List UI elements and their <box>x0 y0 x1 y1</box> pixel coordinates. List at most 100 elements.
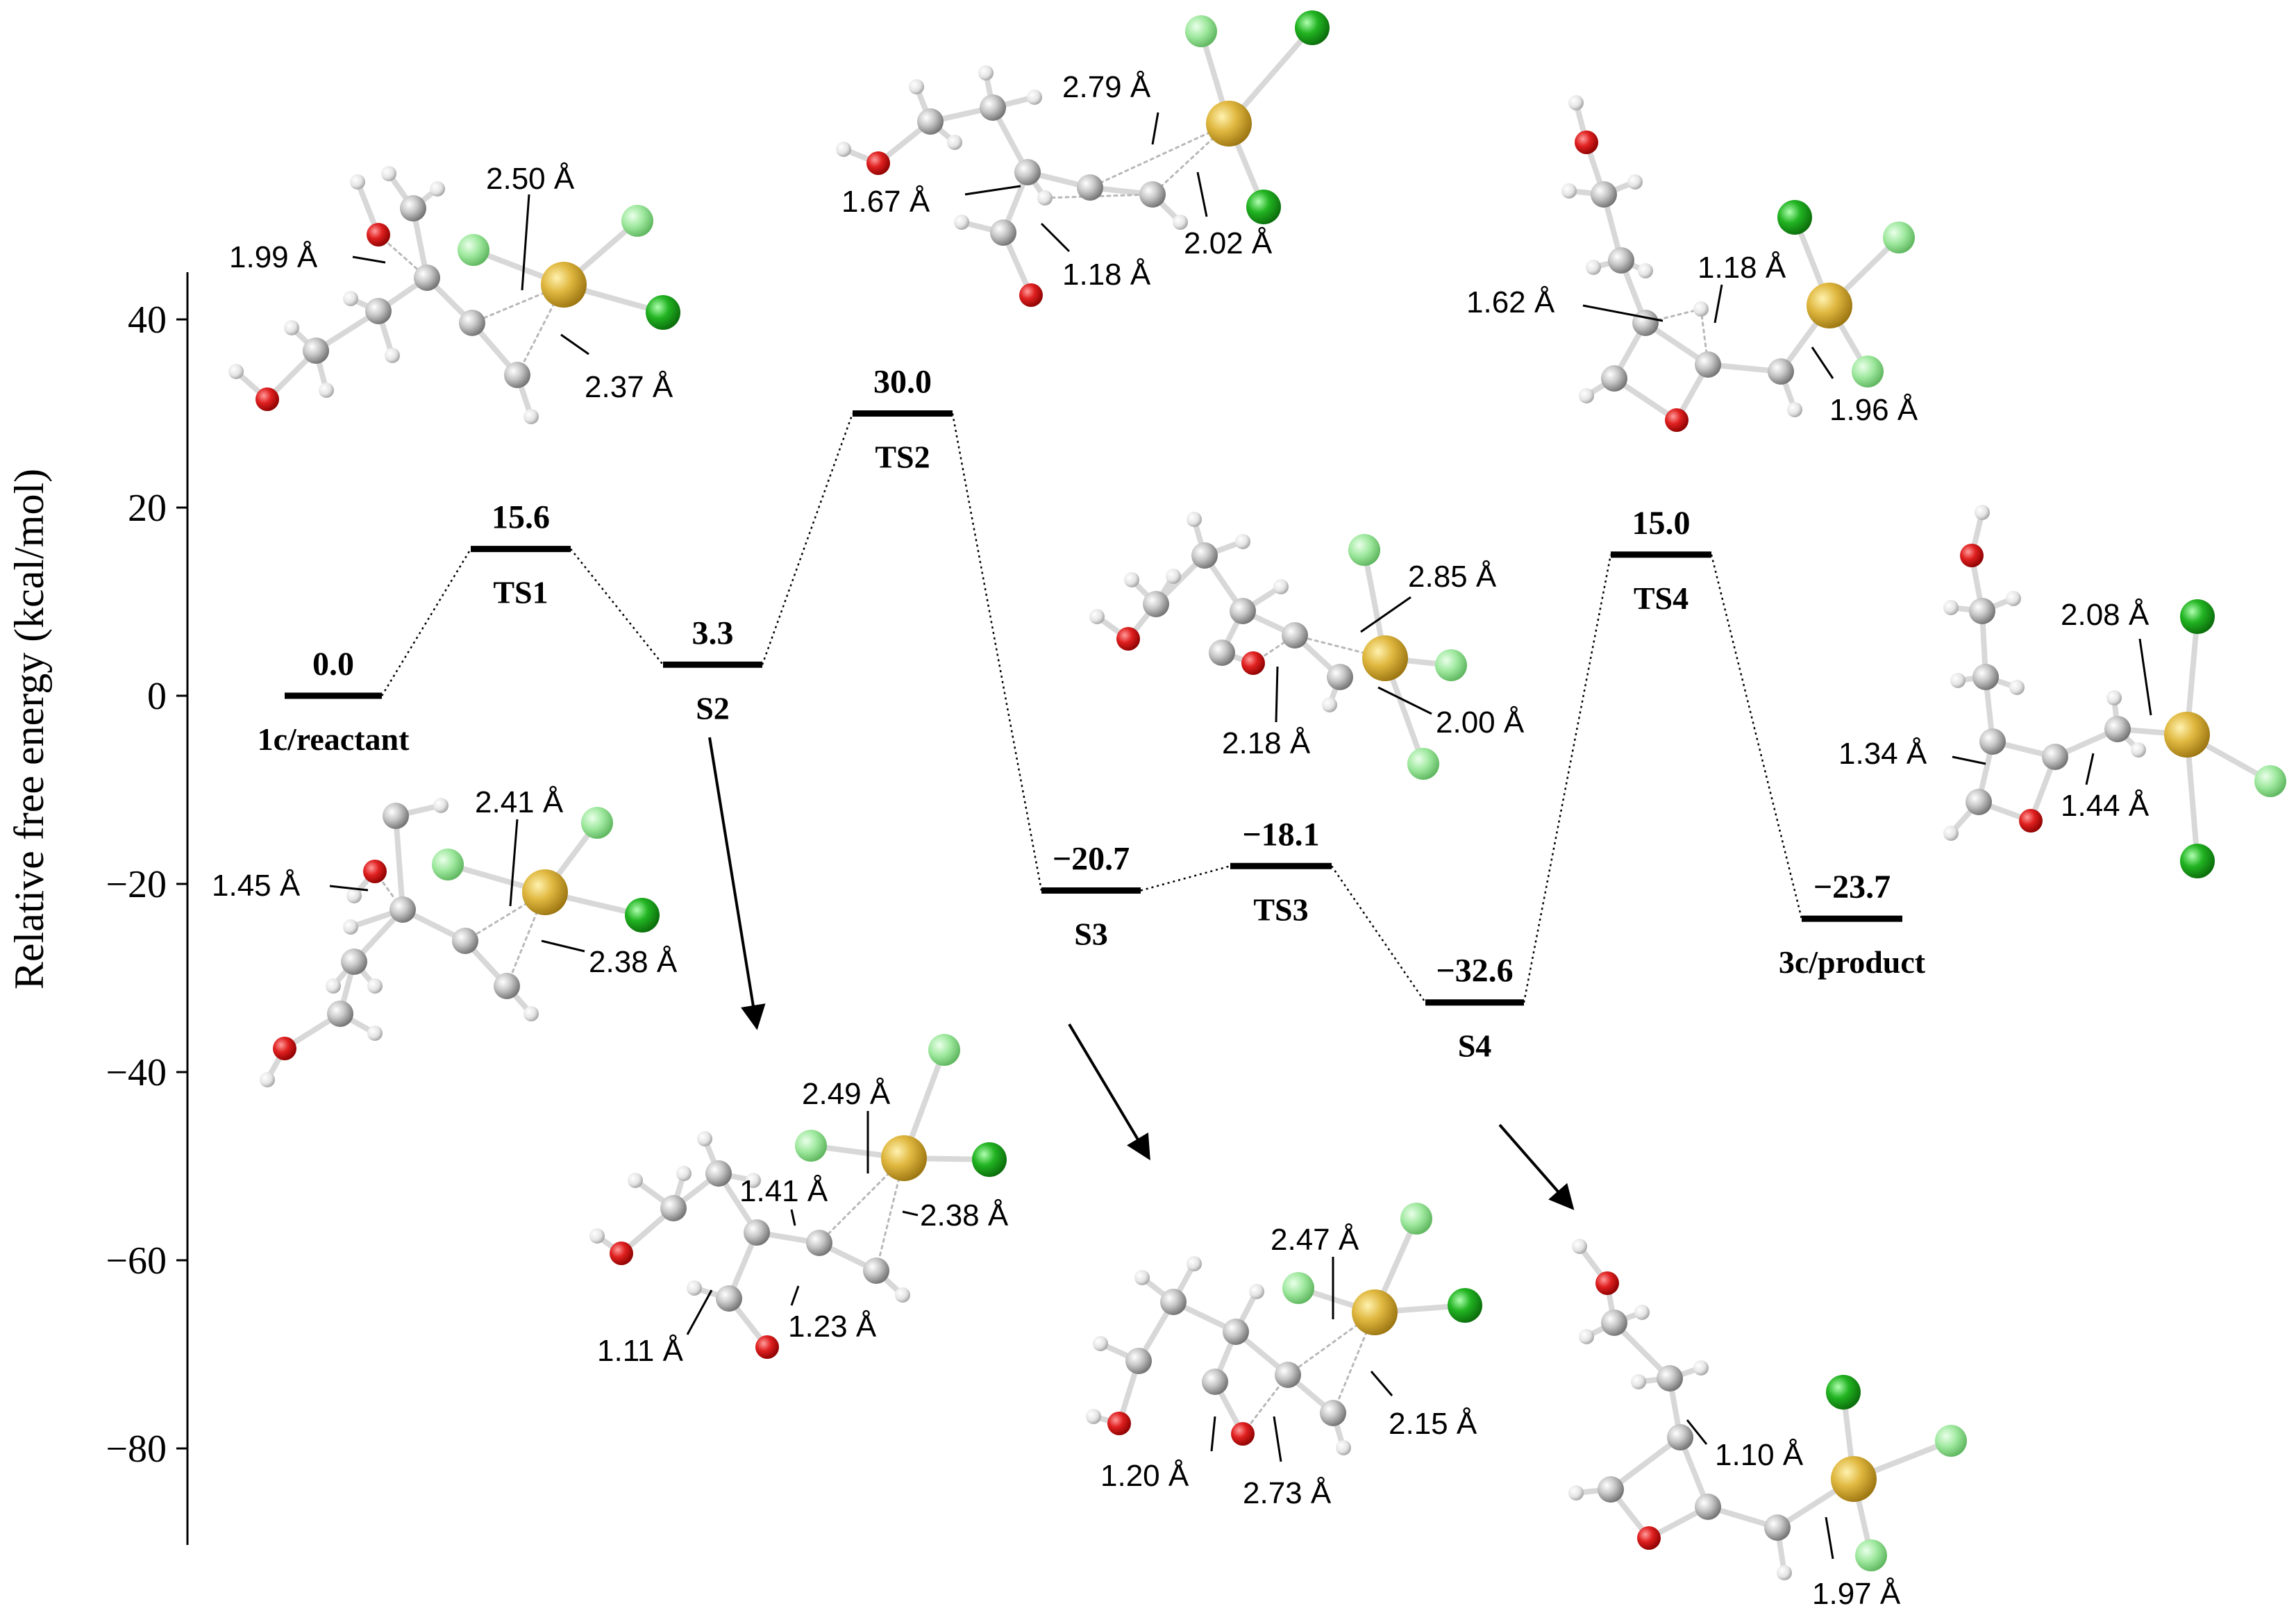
carbon-atom <box>1223 1319 1249 1345</box>
leader-line <box>902 1210 919 1217</box>
carbon-atom <box>1601 1310 1627 1336</box>
hydrogen-atom <box>1572 1239 1587 1254</box>
hydrogen-atom <box>1322 697 1337 712</box>
state-name-label: TS2 <box>875 440 930 475</box>
carbon-atom <box>2042 744 2068 770</box>
hydrogen-atom <box>1634 1305 1650 1320</box>
y-tick-label: 20 <box>128 487 167 530</box>
hydrogen-atom <box>1631 1374 1646 1389</box>
hydrogen-atom <box>687 1280 702 1296</box>
hydrogen-atom <box>2106 690 2122 705</box>
leader-line <box>964 185 1021 196</box>
distance-label: 2.73 Å <box>1243 1476 1332 1510</box>
state-name-label: S2 <box>696 690 730 726</box>
molecule-ts1 <box>228 166 680 424</box>
hydrogen-atom <box>1943 600 1959 615</box>
hydrogen-atom <box>350 174 365 190</box>
leader-line <box>1952 755 1986 765</box>
gold-atom <box>881 1135 927 1181</box>
distance-labels: 1.99 Å 2.50 Å 2.37 Å 2.41 Å 1.45 Å 2.38 … <box>212 70 2152 1611</box>
distance-label: 1.34 Å <box>1838 737 1927 771</box>
leader-line <box>1825 1516 1834 1560</box>
y-tick-label: −60 <box>106 1239 167 1282</box>
oxygen-atom <box>610 1242 633 1265</box>
hydrogen-atom <box>1950 673 1966 688</box>
distance-label: 2.15 Å <box>1389 1407 1477 1441</box>
distance-label: 2.08 Å <box>2061 598 2150 632</box>
distance-label: 1.97 Å <box>1812 1577 1901 1611</box>
distance-label: 1.67 Å <box>841 185 930 219</box>
molecule-s4 <box>1568 1239 1967 1580</box>
hydrogen-atom <box>1089 609 1105 624</box>
energy-value-label: 15.6 <box>492 499 550 536</box>
carbon-atom <box>1191 542 1218 569</box>
carbon-atom <box>1320 1400 1346 1426</box>
distance-label: 1.11 Å <box>597 1334 684 1368</box>
leader-line <box>1040 222 1071 253</box>
hydrogen-atom <box>1627 174 1643 190</box>
energy-value-label: −18.1 <box>1242 816 1319 853</box>
oxygen-atom <box>1595 1271 1619 1295</box>
carbon-atom <box>389 896 416 923</box>
hydrogen-atom <box>1579 388 1594 403</box>
hydrogen-atom <box>1093 1336 1108 1351</box>
leader-line <box>1210 1416 1216 1452</box>
arrow-s4 <box>1498 1123 1575 1210</box>
hydrogen-atom <box>1586 260 1601 275</box>
chlorine-atom <box>1777 200 1812 235</box>
structure-s3-labels: 2.47 Å 1.20 Å 2.73 Å 2.15 Å <box>1100 1223 1477 1510</box>
carbon-atom <box>494 973 520 999</box>
energy-value-label: −32.6 <box>1436 953 1513 989</box>
carbon-atom <box>341 948 367 975</box>
chlorine-atom <box>1246 190 1281 224</box>
hydrogen-atom <box>1027 90 1042 105</box>
oxygen-atom <box>1665 408 1689 432</box>
energy-value-label: −20.7 <box>1053 840 1130 877</box>
gold-atom <box>1206 101 1252 147</box>
hydrogen-atom <box>326 978 341 994</box>
carbon-atom <box>1077 174 1103 201</box>
carbon-atom <box>1598 1476 1624 1503</box>
hydrogen-atom <box>697 1131 712 1146</box>
hydrogen-atom <box>1568 95 1584 110</box>
hydrogen-atom <box>1037 190 1053 206</box>
distance-label: 1.44 Å <box>2061 789 2150 823</box>
gold-atom <box>1362 635 1408 681</box>
connector-line <box>1710 554 1803 919</box>
structure-ts3-labels: 2.85 Å 2.18 Å 2.00 Å <box>1222 560 1525 760</box>
carbon-atom <box>1979 728 2006 755</box>
structure-product-labels: 2.08 Å 1.34 Å 1.44 Å <box>1838 598 2152 823</box>
carbon-atom <box>400 195 426 222</box>
leader-line <box>352 256 386 264</box>
chlorine-atom <box>1826 1375 1861 1410</box>
connector-line <box>1523 554 1612 1003</box>
state-name-label: TS1 <box>493 575 548 610</box>
hydrogen-atom <box>228 364 244 379</box>
carbon-atom <box>327 1001 353 1027</box>
distance-label: 2.41 Å <box>475 785 564 819</box>
hydrogen-atom <box>978 65 994 81</box>
hydrogen-atom <box>676 1166 692 1181</box>
carbon-atom <box>980 94 1006 121</box>
hydrogen-atom <box>746 1173 761 1188</box>
carbon-atom <box>452 928 478 954</box>
distance-label: 2.18 Å <box>1222 726 1311 760</box>
structure-ts1-labels: 1.99 Å 2.50 Å 2.37 Å <box>229 162 673 404</box>
chlorine-atom <box>581 807 613 839</box>
chlorine-atom <box>1348 534 1380 566</box>
carbon-atom <box>1667 1424 1693 1451</box>
chlorine-atom <box>1400 1203 1432 1235</box>
hydrogen-atom <box>1693 1360 1709 1376</box>
leader-line <box>521 194 530 291</box>
hydrogen-atom <box>1579 1329 1594 1344</box>
hydrogen-atom <box>1124 572 1139 587</box>
distance-label: 2.37 Å <box>585 370 673 404</box>
carbon-atom <box>2104 716 2131 742</box>
leader-line <box>2138 638 2152 716</box>
carbon-atom <box>1209 640 1235 666</box>
hydrogen-atom <box>1134 1270 1150 1285</box>
connector-line <box>570 548 664 666</box>
molecule-s2 <box>589 1034 1007 1359</box>
